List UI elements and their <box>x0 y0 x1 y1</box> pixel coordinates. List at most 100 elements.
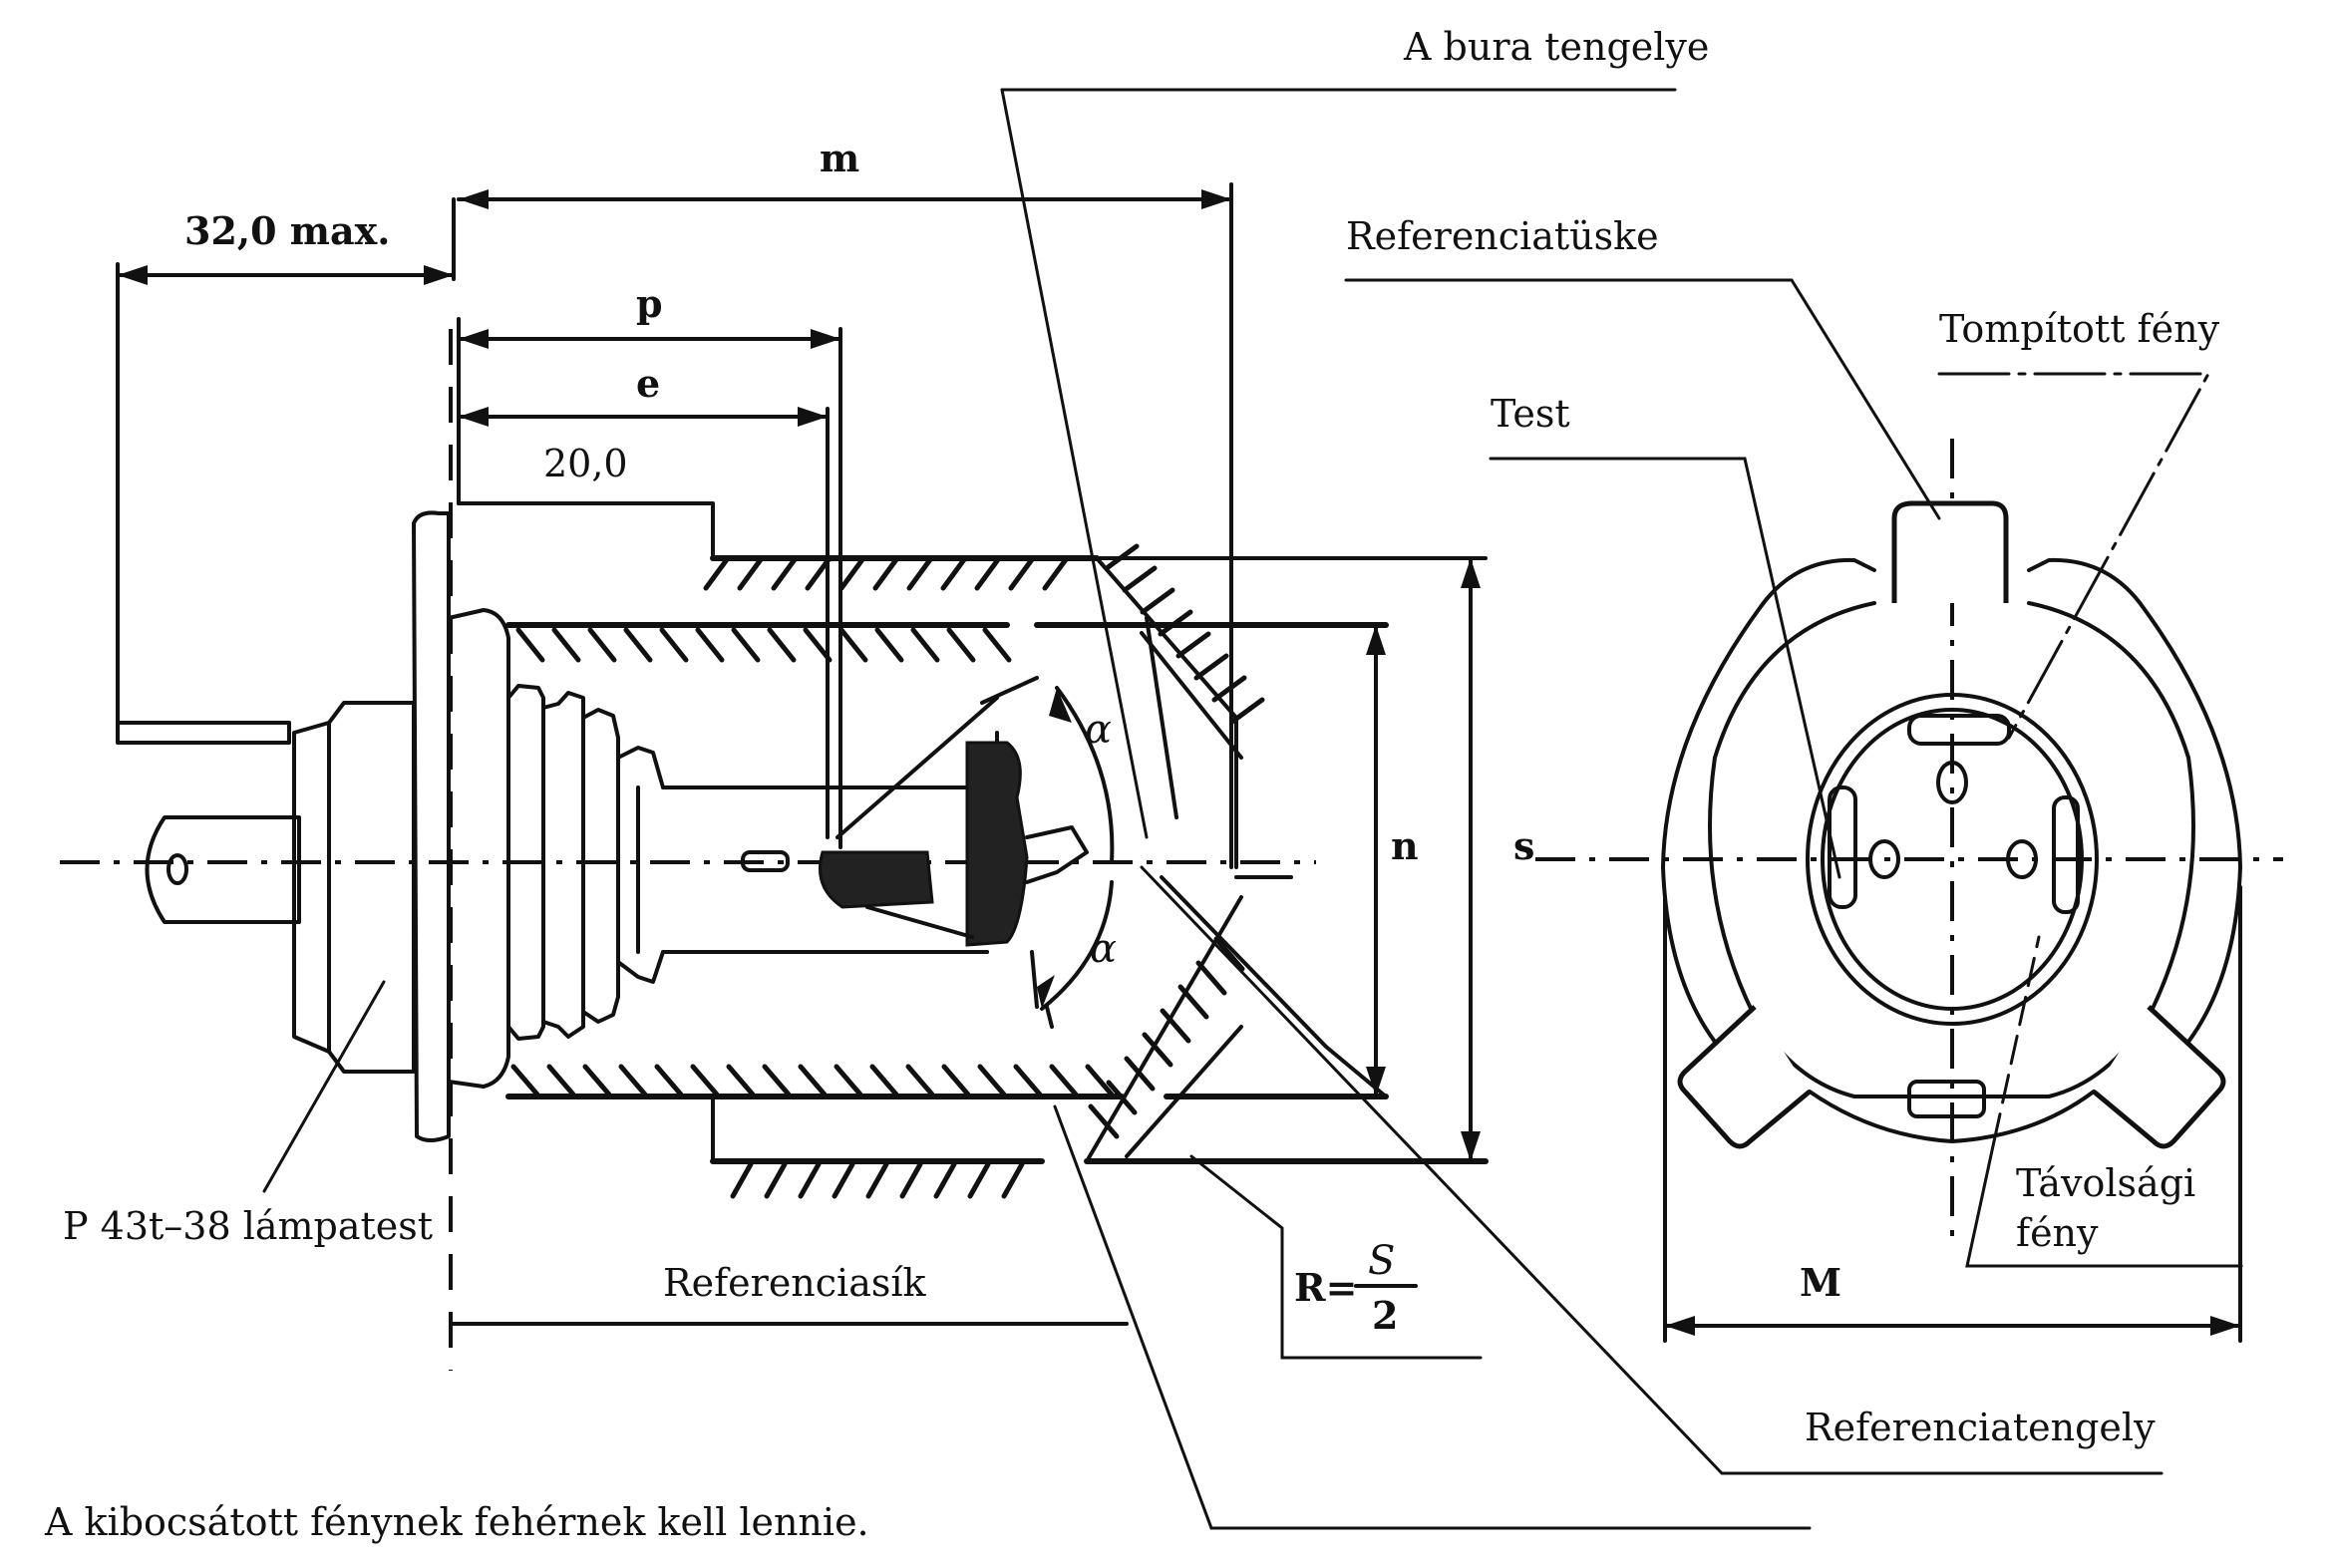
dim-20-label: 20,0 <box>543 442 628 485</box>
hatch-stroke <box>737 555 765 591</box>
bulb-axis-callout: A bura tengelye <box>1000 25 1709 839</box>
hatch-stroke <box>1049 1064 1079 1098</box>
reference-axis-label: Referenciatengely <box>1805 1406 2156 1449</box>
bottom-leader <box>1053 1104 1812 1530</box>
hatch-stroke <box>582 1064 612 1098</box>
hatch-stroke <box>874 627 904 663</box>
cap-callout: P 43t–38 lámpatest <box>63 980 433 1248</box>
hatch-stroke <box>731 627 761 663</box>
hatch-stroke <box>1008 555 1036 591</box>
hatch-stroke <box>659 627 689 663</box>
hatch-stroke <box>764 1161 788 1199</box>
hatch-stroke <box>695 627 725 663</box>
dim-p: p <box>457 281 842 849</box>
hatch-stroke <box>551 627 581 663</box>
dim-M-label: M <box>1800 1260 1841 1305</box>
dim-e-label: e <box>636 361 660 406</box>
radius-numerator: S <box>1368 1238 1395 1284</box>
dim-outer <box>1095 556 1488 1163</box>
hatch-stroke <box>899 1161 923 1199</box>
hatch-stroke <box>940 555 968 591</box>
shield-callout: Test <box>1489 392 1841 879</box>
reference-plane-label: Referenciasík <box>663 1261 927 1305</box>
shield-label: Test <box>1491 392 1570 436</box>
hatch-stroke <box>982 627 1012 663</box>
bulb-seat-inner <box>1821 708 2084 1011</box>
hatch-stroke <box>1193 653 1229 681</box>
reference-lug-callout: Referenciatüske <box>1344 214 1941 520</box>
cap-body <box>292 510 999 1142</box>
dim-s-label: s <box>1513 823 1534 868</box>
hatch-stroke <box>1213 936 1245 972</box>
hatch-stroke <box>905 1064 935 1098</box>
hatch-stroke <box>771 555 799 591</box>
passing-beam-label: Tompított fény <box>1939 307 2220 351</box>
housing-bottom <box>505 936 1489 1199</box>
dim-e: e <box>457 361 830 839</box>
dim-n: n <box>1366 623 1419 1098</box>
alpha-upper-label: α <box>1085 707 1112 753</box>
driving-beam-label-2: fény <box>2016 1211 2099 1255</box>
contact-top <box>1907 714 2011 746</box>
alpha-arrow-top <box>1049 688 1072 723</box>
dim-32-max: 32,0 max. <box>116 197 456 725</box>
hatch-stroke <box>798 1161 822 1199</box>
hatch-stroke <box>618 1064 648 1098</box>
hatch-stroke <box>623 627 653 663</box>
hatch-stroke <box>974 555 1002 591</box>
hatch-stroke <box>1122 565 1158 593</box>
hatch-stroke <box>1106 1080 1138 1115</box>
outer-ring-right <box>2027 557 2242 1059</box>
hatch-stroke <box>977 1064 1007 1098</box>
hatch-stroke <box>1088 1103 1120 1139</box>
pin-top <box>1936 761 1968 804</box>
hatch-stroke <box>510 1064 540 1098</box>
outer-ring-left <box>1661 557 1876 1059</box>
hatch-stroke <box>872 555 900 591</box>
hatch-stroke <box>1013 1064 1043 1098</box>
hatch-stroke <box>1175 631 1211 659</box>
hatch-stroke <box>546 1064 576 1098</box>
contact-right <box>2052 795 2080 914</box>
driving-beam-callout: Távolsági fény <box>1965 935 2243 1268</box>
front-view: s M Referenciatüske Tompított fény Test … <box>1344 214 2283 1343</box>
hatch-stroke <box>1142 1032 1173 1068</box>
lower-lug-left <box>1677 1005 1812 1149</box>
hatch-stroke <box>762 1064 792 1098</box>
side-view: 32,0 max. m p e 20,0 α α <box>60 25 2164 1530</box>
radius-callout: R= S 2 <box>1189 1154 1483 1360</box>
lower-slot <box>1907 1080 1986 1118</box>
hatch-stroke <box>838 627 868 663</box>
hatch-stroke <box>967 1161 991 1199</box>
hatch-stroke <box>1195 960 1227 996</box>
hatch-stroke <box>834 1064 863 1098</box>
hatch-stroke <box>726 1064 756 1098</box>
hatch-stroke <box>1160 1008 1191 1044</box>
filament-assembly <box>819 676 1115 1029</box>
dim-p-label: p <box>636 281 663 326</box>
reference-lug-label: Referenciatüske <box>1346 214 1659 258</box>
hatch-stroke <box>869 1064 899 1098</box>
hatch-stroke <box>1001 1161 1025 1199</box>
hatch-stroke <box>933 1161 957 1199</box>
lower-arc <box>1808 1090 2096 1143</box>
bulb <box>661 785 989 954</box>
dim-m: m <box>457 136 1233 869</box>
hatch-stroke <box>654 1064 684 1098</box>
hatch-stroke <box>690 1064 720 1098</box>
hatch-stroke <box>1158 609 1193 637</box>
hatch-stroke <box>1085 1064 1115 1098</box>
pin-right <box>2006 839 2038 879</box>
hatch-stroke <box>941 1064 971 1098</box>
alpha-lower-label: α <box>1090 926 1117 972</box>
dim-32-max-label: 32,0 max. <box>184 208 391 253</box>
cap-label: P 43t–38 lámpatest <box>63 1204 433 1248</box>
inner-ring <box>1708 601 2195 1098</box>
bulb-axis-label: A bura tengelye <box>1403 25 1709 69</box>
hatch-stroke <box>838 555 866 591</box>
hatch-stroke <box>703 555 731 591</box>
hatch-stroke <box>832 1161 855 1199</box>
reference-axis-callout: Referenciatengely <box>1140 865 2164 1475</box>
cone-lines <box>1085 556 1388 1163</box>
lower-lug-right <box>2092 1005 2226 1149</box>
